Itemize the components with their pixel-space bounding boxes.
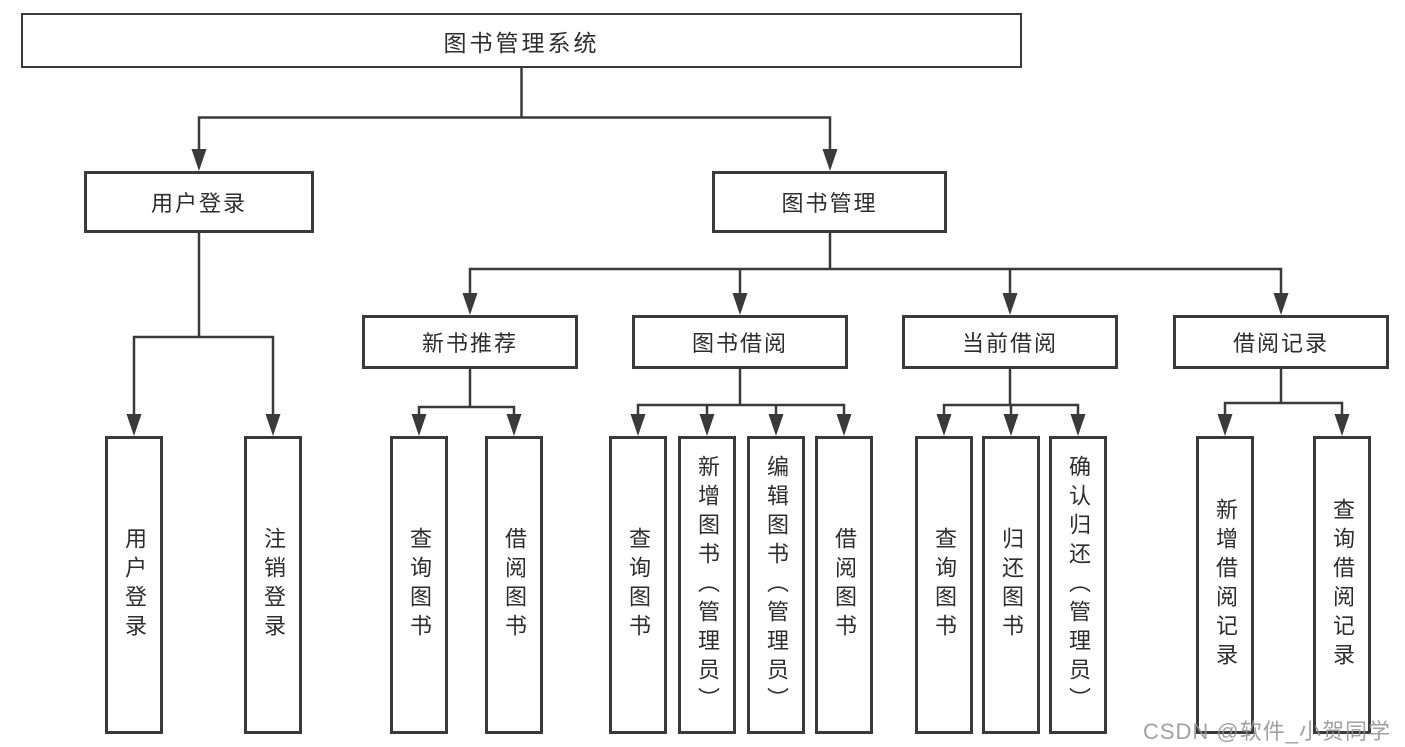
leaf-user-login: 用户登录 (105, 436, 163, 734)
leaf-query-books: 查询图书 (915, 436, 973, 734)
node-label: 用户登录 (150, 191, 247, 216)
node-current-borrow: 当前借阅 (902, 315, 1118, 369)
leaf-logout: 注销登录 (244, 436, 302, 734)
arrow-down-icon (699, 414, 715, 436)
node-label: 借阅图书 (502, 527, 527, 643)
node-label: 查询图书 (626, 527, 651, 643)
connector-newbooks-to-leaves (417, 367, 516, 419)
arrow-down-icon (836, 414, 852, 436)
node-root-system: 图书管理系统 (21, 13, 1022, 68)
node-label: 图书借阅 (691, 331, 788, 356)
arrow-down-icon (1273, 293, 1289, 315)
leaf-borrow-books: 借阅图书 (815, 436, 873, 734)
connector-root-to-level2 (197, 66, 832, 154)
arrow-down-icon (506, 414, 522, 436)
arrow-down-icon (1334, 414, 1350, 436)
node-label: 新增图书（管理员） (695, 454, 720, 716)
node-book-borrow: 图书借阅 (632, 315, 848, 369)
arrow-down-icon (732, 293, 748, 315)
node-label: 用户登录 (122, 527, 147, 643)
leaf-add-borrow-record: 新增借阅记录 (1196, 436, 1254, 734)
leaf-add-books-admin: 新增图书（管理员） (678, 436, 736, 734)
connector-userlogin-to-leaves (132, 231, 275, 419)
leaf-return-books: 归还图书 (982, 436, 1040, 734)
arrowheads (126, 149, 1350, 436)
node-borrow-records: 借阅记录 (1173, 315, 1389, 369)
csdn-watermark: CSDN @软件_小贺同学 (1142, 719, 1391, 744)
arrow-down-icon (411, 414, 427, 436)
leaf-query-books: 查询图书 (390, 436, 448, 734)
node-label: 注销登录 (261, 527, 286, 643)
connector-bookborrow-to-leaves (636, 367, 846, 419)
leaf-query-borrow-record: 查询借阅记录 (1313, 436, 1371, 734)
node-book-management: 图书管理 (712, 171, 947, 233)
node-label: 查询图书 (932, 527, 957, 643)
arrow-down-icon (1003, 414, 1019, 436)
node-label: 归还图书 (999, 527, 1024, 643)
arrow-down-icon (768, 414, 784, 436)
arrow-down-icon (265, 414, 281, 436)
node-label: 新增借阅记录 (1213, 498, 1238, 672)
node-label: 查询图书 (407, 527, 432, 643)
node-label: 图书管理系统 (443, 29, 600, 56)
connector-bookmgmt-to-level3 (468, 231, 1283, 298)
arrow-down-icon (936, 414, 952, 436)
arrow-down-icon (1217, 414, 1233, 436)
leaf-confirm-return-admin: 确认归还（管理员） (1049, 436, 1107, 734)
node-user-login: 用户登录 (84, 171, 314, 233)
leaf-edit-books-admin: 编辑图书（管理员） (747, 436, 805, 734)
arrow-down-icon (126, 414, 142, 436)
arrow-down-icon (630, 414, 646, 436)
arrow-down-icon (822, 149, 838, 171)
node-new-book-recommend: 新书推荐 (362, 315, 578, 369)
arrow-down-icon (1002, 293, 1018, 315)
connector-borrowrecords-to-leaves (1223, 367, 1344, 419)
arrow-down-icon (462, 293, 478, 315)
node-label: 编辑图书（管理员） (764, 454, 789, 716)
node-label: 当前借阅 (961, 331, 1058, 356)
node-label: 图书管理 (781, 191, 878, 216)
leaf-query-books: 查询图书 (609, 436, 667, 734)
node-label: 查询借阅记录 (1330, 498, 1355, 672)
leaf-borrow-books: 借阅图书 (485, 436, 543, 734)
node-label: 确认归还（管理员） (1066, 454, 1091, 716)
arrow-down-icon (1070, 414, 1086, 436)
connector-currentborrow-to-leaves (942, 367, 1080, 419)
arrow-down-icon (191, 149, 207, 171)
node-label: 借阅图书 (832, 527, 857, 643)
node-label: 新书推荐 (421, 331, 518, 356)
node-label: 借阅记录 (1232, 331, 1329, 356)
